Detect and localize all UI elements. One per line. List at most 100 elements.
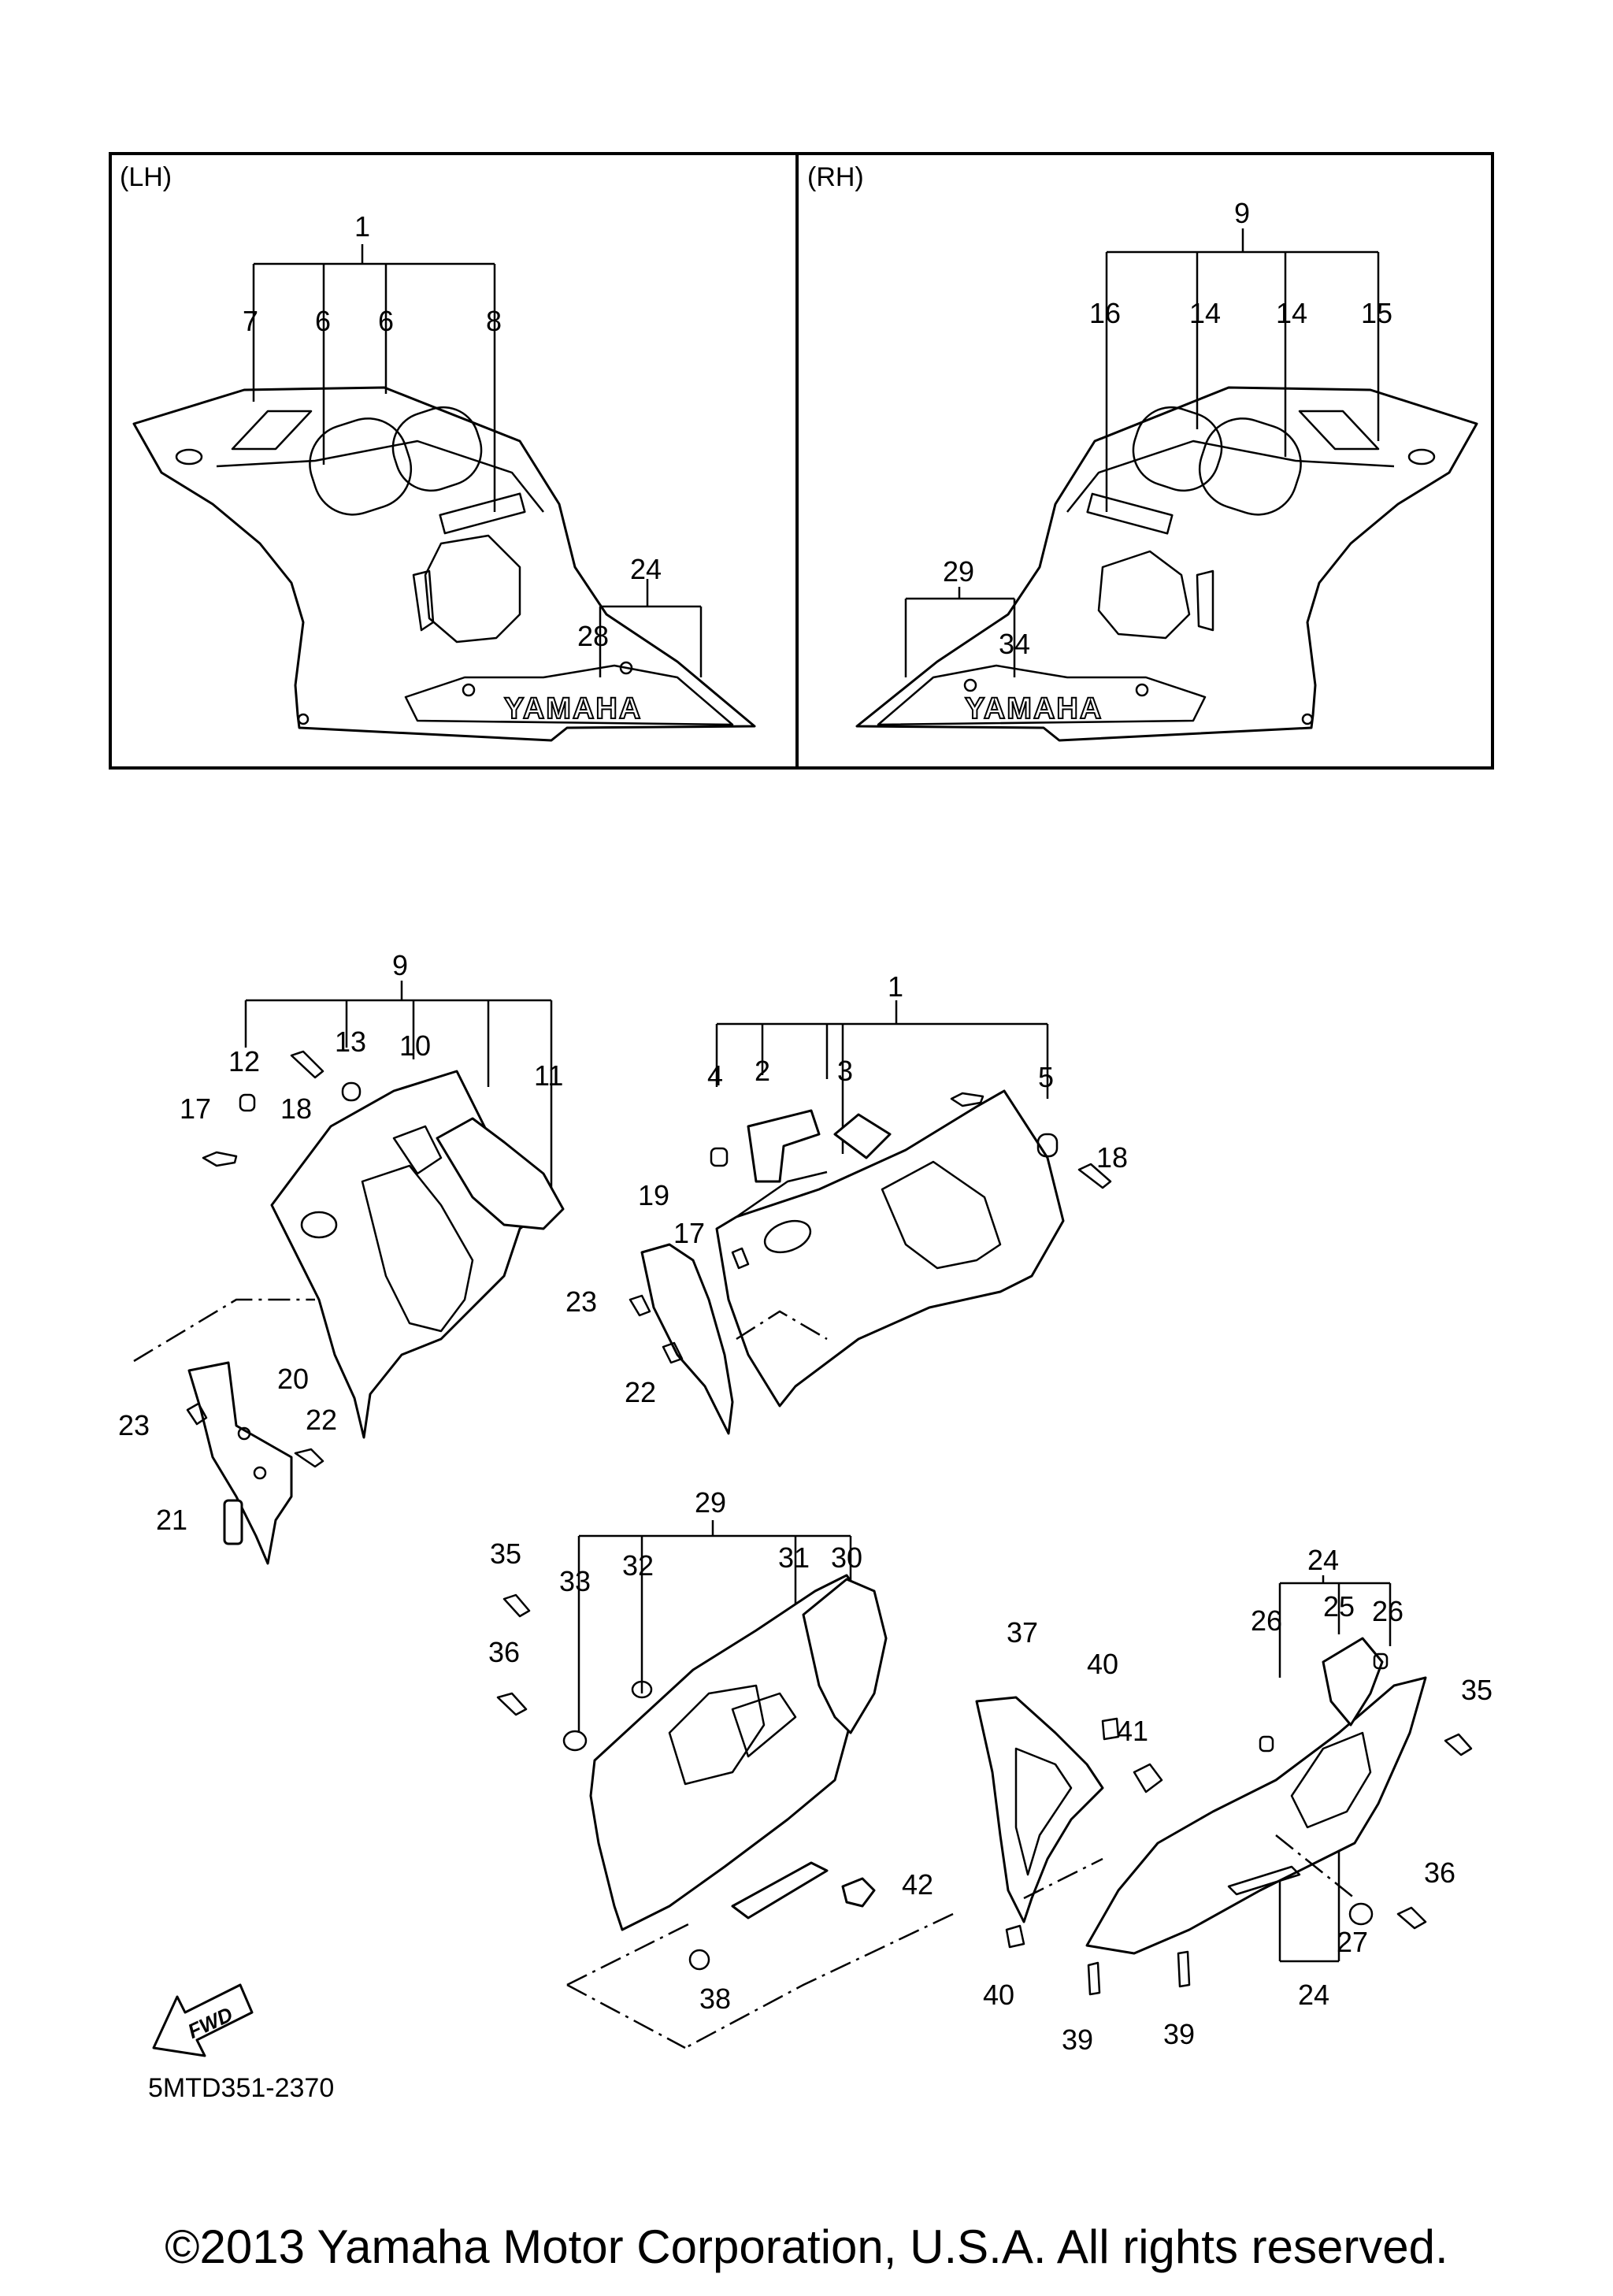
upper-bracket-19	[640, 1243, 734, 1435]
lower-right-callout-36: 36	[1424, 1856, 1455, 1889]
lower-right-callout-25: 25	[1323, 1590, 1355, 1623]
lower-right-bracket-window	[1014, 1747, 1073, 1876]
lh-callout-6a: 6	[315, 305, 331, 337]
fwd-arrow-icon	[152, 1983, 254, 2057]
left-cowl-callout-9: 9	[392, 949, 408, 981]
lh-model-badge	[439, 492, 526, 535]
lower-right-cowl-assembly: 24 25 26 26 37 40 41 35 36 27 24 40 39 3…	[975, 1544, 1492, 2056]
rh-leader-29	[904, 587, 1016, 677]
lower-left-leader-29	[577, 1520, 852, 1780]
rh-callout-29: 29	[943, 555, 974, 588]
left-cowl-callout-23: 23	[118, 1409, 150, 1441]
lower-right-grommet-26a	[1259, 1735, 1274, 1753]
lower-left-screw-35	[502, 1593, 531, 1618]
rh-mount-hole-a	[1135, 683, 1149, 697]
rh-brand-decal: YAMAHA	[965, 692, 1103, 725]
upper-screw-17a	[950, 1092, 984, 1107]
lower-right-callout-24a: 24	[1307, 1544, 1339, 1576]
upper-fairing-assembly: 1 4 2 3 5 17 17 18 19 23 22	[565, 970, 1128, 1435]
left-bolt-23	[186, 1402, 208, 1426]
lh-callout-1: 1	[354, 210, 370, 243]
lower-right-grommet-40a	[1101, 1717, 1120, 1741]
lh-leader-24	[599, 579, 703, 677]
upper-fairing-duct	[881, 1160, 1002, 1270]
lower-right-leader-24	[1278, 1575, 1392, 1678]
upper-bolt-22	[662, 1341, 684, 1364]
lh-callout-8: 8	[486, 305, 502, 337]
rh-mount-hole-c	[1301, 713, 1314, 725]
upper-screw-18	[1077, 1163, 1112, 1189]
left-nut-13	[341, 1081, 362, 1102]
upper-fairing-callout-3: 3	[837, 1055, 853, 1087]
lower-left-strip	[731, 1861, 829, 1920]
upper-panel-2	[747, 1109, 821, 1183]
forward-indicator: FWD	[152, 1983, 254, 2057]
left-cowl-leader-9	[244, 981, 553, 1205]
rh-vent-decal-right	[1198, 417, 1302, 516]
rh-r1-decal	[1298, 410, 1380, 451]
left-bolt-22	[294, 1448, 324, 1468]
upper-fairing-callout-5: 5	[1038, 1061, 1054, 1093]
lh-r1-decal	[231, 410, 313, 451]
upper-fairing-callout-18: 18	[1096, 1141, 1128, 1174]
lower-left-nut-32	[631, 1680, 653, 1699]
lh-callout-6b: 6	[378, 305, 394, 337]
lower-left-callout-33: 33	[559, 1565, 591, 1597]
lower-right-screw-36	[1396, 1906, 1427, 1930]
lower-right-callout-40a: 40	[1087, 1648, 1118, 1680]
upper-fairing-callout-2: 2	[755, 1055, 770, 1087]
lh-cowl-opening	[424, 534, 521, 644]
lower-left-callout-30: 30	[831, 1541, 862, 1574]
lh-callout-7: 7	[243, 305, 258, 337]
lower-left-callout-29: 29	[695, 1486, 726, 1519]
rh-cowl-slot	[1196, 569, 1214, 632]
rh-cowl-inner-line	[1066, 440, 1395, 513]
lower-left-cowl-assembly: 29 35 33 32 31 30 36 42 38	[488, 1486, 954, 2049]
left-screw-18	[290, 1050, 324, 1079]
panel-frame	[109, 152, 1494, 770]
left-cowl-callout-22: 22	[306, 1404, 337, 1436]
lower-right-grommet-26b	[1373, 1652, 1389, 1670]
lower-right-callout-26a: 26	[1251, 1604, 1282, 1637]
lower-right-dash	[1023, 1834, 1355, 1900]
upper-screw-17b	[731, 1247, 750, 1270]
left-cowl-callout-12: 12	[228, 1045, 260, 1078]
left-cowl-callout-13: 13	[335, 1026, 366, 1058]
rh-lower-decal	[877, 664, 1207, 726]
lh-vent-decal-right	[391, 406, 483, 492]
lh-mount-hole-a	[462, 683, 476, 697]
lh-callout-24: 24	[630, 553, 662, 585]
left-cowl-callout-21: 21	[156, 1504, 187, 1536]
left-cowl-callout-11: 11	[534, 1059, 563, 1092]
rh-callout-34: 34	[999, 628, 1030, 660]
lower-right-cowl-body	[1085, 1676, 1427, 1955]
lh-callout-28: 28	[577, 620, 609, 652]
lower-right-screw-35	[1444, 1733, 1473, 1756]
left-cowl-callout-18: 18	[280, 1092, 312, 1125]
rh-callout-9: 9	[1234, 197, 1250, 229]
left-cowl-callout-17: 17	[180, 1092, 211, 1125]
lh-side-cowl-decals: YAMAHA 1 7 6 6 8 24 28	[132, 210, 756, 742]
rh-callout-14a: 14	[1189, 297, 1221, 329]
rh-callout-15: 15	[1361, 297, 1392, 329]
upper-fairing-vent	[763, 1219, 812, 1254]
lh-brand-decal: YAMAHA	[504, 692, 642, 725]
lower-left-callout-36: 36	[488, 1636, 520, 1668]
lower-left-screw-36	[496, 1692, 528, 1716]
lower-right-opening	[1290, 1731, 1372, 1829]
left-cowl-vent	[300, 1211, 338, 1239]
left-inner-panel-11	[436, 1117, 565, 1230]
lower-left-dash	[566, 1912, 954, 2049]
upper-fairing-callout-4: 4	[707, 1059, 723, 1092]
upper-fairing-callout-19: 19	[638, 1179, 669, 1211]
upper-fairing-callout-22: 22	[625, 1376, 656, 1408]
rh-callout-16: 16	[1089, 297, 1121, 329]
left-bracket-hole-a	[237, 1426, 251, 1441]
upper-fairing-edge	[736, 1170, 828, 1218]
lh-lower-decal	[404, 664, 734, 726]
rh-vent-decal-left	[1132, 406, 1223, 492]
upper-fairing-callout-17b: 17	[673, 1217, 705, 1249]
lower-right-nut-27	[1348, 1902, 1374, 1926]
left-cowl-body	[270, 1070, 553, 1439]
